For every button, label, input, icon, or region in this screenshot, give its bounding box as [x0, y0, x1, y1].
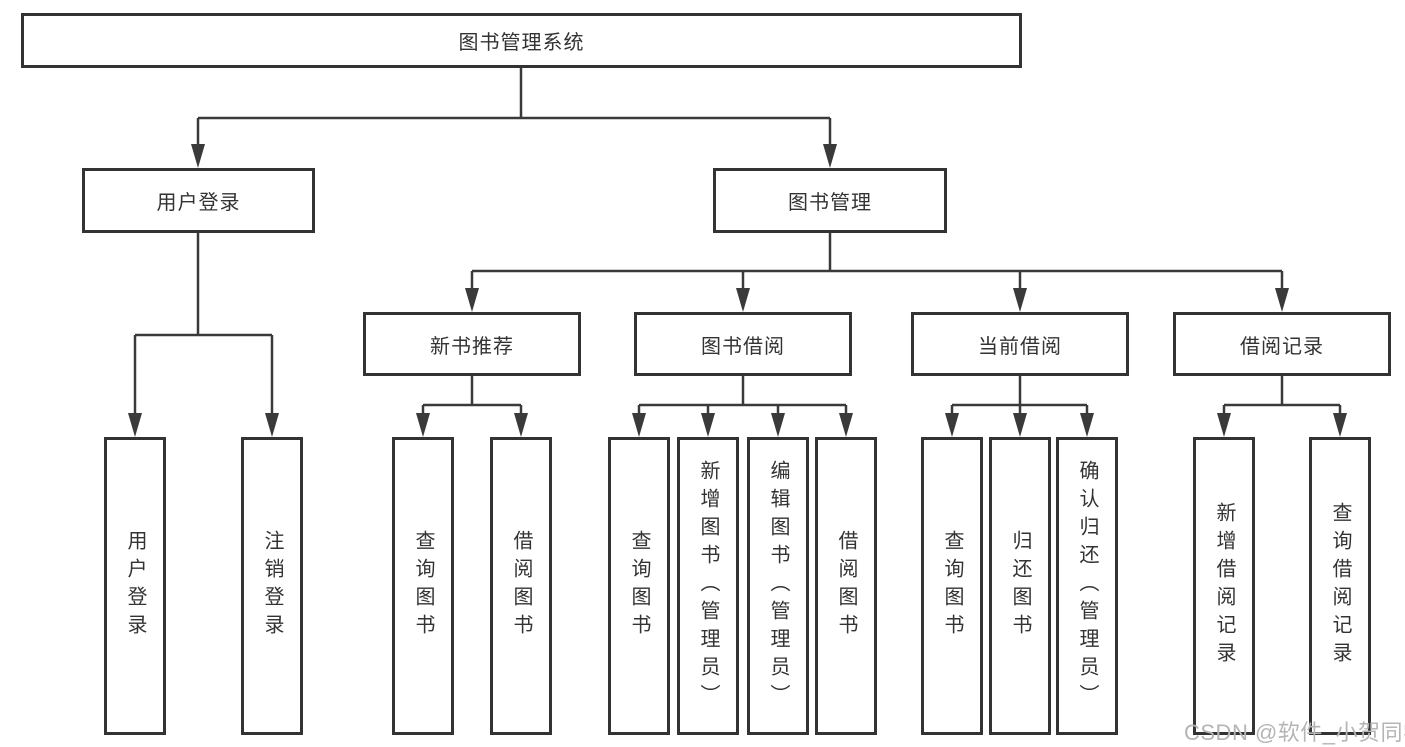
arrowhead-icon: [1333, 413, 1347, 437]
node-label: 图书管理: [788, 192, 872, 214]
connector-borrow-to-leaves: [632, 376, 853, 437]
leaf-add-books-admin: 新增图书（管理员）: [677, 437, 739, 735]
node-label: 新增借阅记录: [1213, 502, 1235, 670]
arrowhead-icon: [1080, 413, 1094, 437]
arrowhead-icon: [514, 413, 528, 437]
arrowhead-icon: [823, 144, 837, 168]
connector-root-to-level1: [191, 68, 837, 168]
leaf-query-books-borrow: 查询图书: [608, 437, 670, 735]
connector-newbooks-to-leaves: [416, 376, 528, 437]
arrowhead-icon: [1013, 413, 1027, 437]
leaf-confirm-return-admin: 确认归还（管理员）: [1056, 437, 1118, 735]
arrowhead-icon: [128, 413, 142, 437]
leaf-borrow-books-recommend: 借阅图书: [490, 437, 552, 735]
arrowhead-icon: [465, 288, 479, 312]
node-label: 查询借阅记录: [1329, 502, 1351, 670]
leaf-query-books-current: 查询图书: [921, 437, 983, 735]
leaf-user-login: 用户登录: [104, 437, 166, 735]
leaf-return-books: 归还图书: [989, 437, 1051, 735]
arrowhead-icon: [945, 413, 959, 437]
arrowhead-icon: [416, 413, 430, 437]
node-label: 借阅图书: [510, 530, 532, 642]
connector-records-to-leaves: [1217, 376, 1347, 437]
connector-bookmgmt-to-level2: [465, 233, 1289, 312]
node-label: 新书推荐: [430, 335, 514, 358]
connector-current-to-leaves: [945, 376, 1094, 437]
csdn-watermark: CSDN @软件_小贺同学: [1184, 720, 1405, 745]
node-label: 借阅记录: [1240, 335, 1324, 358]
arrowhead-icon: [701, 413, 715, 437]
node-label: 新增图书（管理员）: [697, 460, 719, 712]
arrowhead-icon: [1217, 413, 1231, 437]
node-book-management: 图书管理: [713, 168, 947, 233]
node-label: 查询图书: [412, 530, 434, 642]
leaf-add-borrow-record: 新增借阅记录: [1193, 437, 1255, 735]
arrowhead-icon: [632, 413, 646, 437]
node-label: 编辑图书（管理员）: [767, 460, 789, 712]
leaf-borrow-books: 借阅图书: [815, 437, 877, 735]
node-label: 查询图书: [628, 530, 650, 642]
node-user-login: 用户登录: [82, 168, 315, 233]
node-new-book-recommend: 新书推荐: [363, 312, 581, 376]
arrowhead-icon: [771, 413, 785, 437]
arrowhead-icon: [1013, 288, 1027, 312]
node-label: 查询图书: [941, 530, 963, 642]
node-label: 借阅图书: [835, 530, 857, 642]
node-label: 当前借阅: [978, 335, 1062, 358]
node-label: 图书管理系统: [458, 32, 585, 54]
connector-userlogin-to-leaves: [128, 233, 279, 437]
node-label: 注销登录: [261, 530, 283, 642]
node-root-library-system: 图书管理系统: [21, 13, 1022, 68]
arrowhead-icon: [1275, 288, 1289, 312]
arrowhead-icon: [191, 144, 205, 168]
node-label: 用户登录: [124, 530, 146, 642]
node-book-borrow: 图书借阅: [634, 312, 852, 376]
leaf-query-books-recommend: 查询图书: [392, 437, 454, 735]
node-label: 用户登录: [156, 192, 241, 214]
leaf-logout: 注销登录: [241, 437, 303, 735]
leaf-query-borrow-record: 查询借阅记录: [1309, 437, 1371, 735]
node-label: 确认归还（管理员）: [1076, 460, 1098, 712]
node-label: 归还图书: [1009, 530, 1031, 642]
arrowhead-icon: [736, 288, 750, 312]
arrowhead-icon: [265, 413, 279, 437]
node-current-borrow: 当前借阅: [911, 312, 1129, 376]
node-label: 图书借阅: [701, 335, 785, 358]
arrowhead-icon: [839, 413, 853, 437]
node-borrow-records: 借阅记录: [1173, 312, 1391, 376]
leaf-edit-books-admin: 编辑图书（管理员）: [747, 437, 809, 735]
